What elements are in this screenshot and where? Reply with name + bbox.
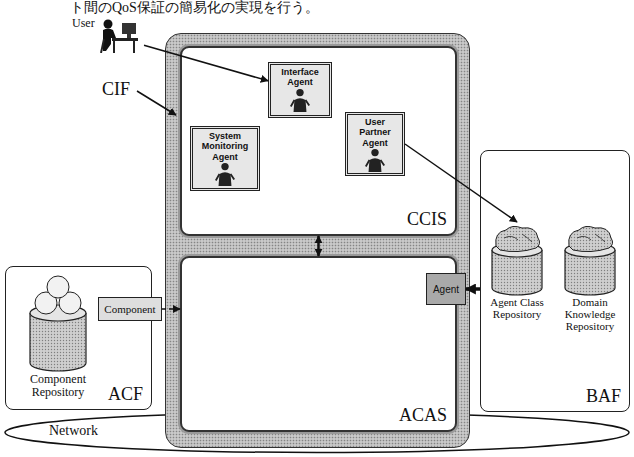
agent-box: User Partner Agent xyxy=(345,112,405,176)
user-figure xyxy=(98,17,138,53)
leader-line xyxy=(137,91,176,115)
agent-figure xyxy=(365,148,385,172)
connector-arrow xyxy=(162,308,180,310)
component-box: Component xyxy=(98,297,162,321)
node-label: BAF xyxy=(586,387,621,407)
node-label: Interface Agent xyxy=(274,67,326,88)
node-label: System Monitoring Agent xyxy=(196,131,254,162)
repository-cylinder xyxy=(561,224,619,296)
agent-box: System Monitoring Agent xyxy=(190,126,260,191)
connector-arrow xyxy=(466,287,480,291)
text-fragment: ト間のQoS保証の簡易化の実現を行う。 xyxy=(70,0,319,15)
connector-arrow xyxy=(405,144,517,222)
agent-figure xyxy=(215,162,235,186)
node-label: CCIS xyxy=(407,210,447,230)
node-label: ACAS xyxy=(399,406,447,426)
node-label: Domain Knowledge Repository xyxy=(553,296,627,332)
node-label: Agent Class Repository xyxy=(485,296,549,320)
node-label: ACF xyxy=(108,385,143,405)
node-label: Agent xyxy=(433,284,459,295)
node-label: User Partner Agent xyxy=(351,117,399,148)
repository-cylinder xyxy=(26,273,90,373)
subsystem-panel: CCIS Interface AgentSystem Monitoring Age… xyxy=(180,46,457,236)
user-node: User xyxy=(72,17,144,53)
agent-component-box: Agent xyxy=(426,273,466,305)
repository-cylinder xyxy=(488,224,546,296)
repository-node: Agent Class Repository xyxy=(484,222,550,346)
repository-node: Domain Knowledge Repository xyxy=(552,222,628,346)
node-label: Network xyxy=(49,423,98,438)
framework-panel: BAF Agent Class RepositoryDomain Knowledg… xyxy=(480,150,630,412)
node-label: User xyxy=(72,17,95,30)
connector-arrow xyxy=(317,236,320,256)
connector-arrow xyxy=(144,45,268,81)
framework-panel: ACFComponent Repository xyxy=(5,266,152,410)
agent-box: Interface Agent xyxy=(268,62,332,118)
repository-node: Component Repository xyxy=(10,271,106,407)
node-label: Component Repository xyxy=(11,373,105,399)
node-label: Component xyxy=(104,303,155,315)
agent-figure xyxy=(290,88,310,112)
subsystem-panel: ACAS xyxy=(180,256,457,432)
node-label: CIF xyxy=(102,80,130,100)
